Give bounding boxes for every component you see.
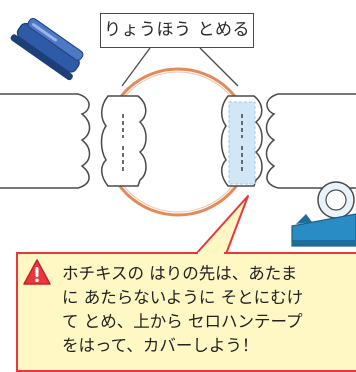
stapler-icon [10,17,84,81]
label-pointer-left [121,47,151,87]
label-pointer-right [199,47,239,87]
band-left-end [77,93,91,189]
caution-line-3: て とめ、上から セロハンテープ [62,312,303,331]
tape-dispenser-icon [291,181,356,247]
right-taped-fold [220,95,263,187]
caution-line-2: に あたらないように そとにむけ [62,288,304,307]
note-pointer [195,195,249,255]
pointer-seam-cover [198,252,224,256]
left-stapled-fold [100,95,147,187]
caution-line-1: ホチキスの はりの先は、あたま [62,264,298,283]
band-right-end [265,93,279,189]
label-both-fasten: りょうほう とめる [100,13,254,48]
warning-icon [23,259,51,285]
caution-line-4: をはって、カバーしよう！ [62,336,259,355]
paper-band [0,93,356,189]
caution-text: ホチキスの はりの先は、あたま に あたらないように そとにむけ て とめ、上か… [62,262,356,358]
illustration [0,17,356,255]
